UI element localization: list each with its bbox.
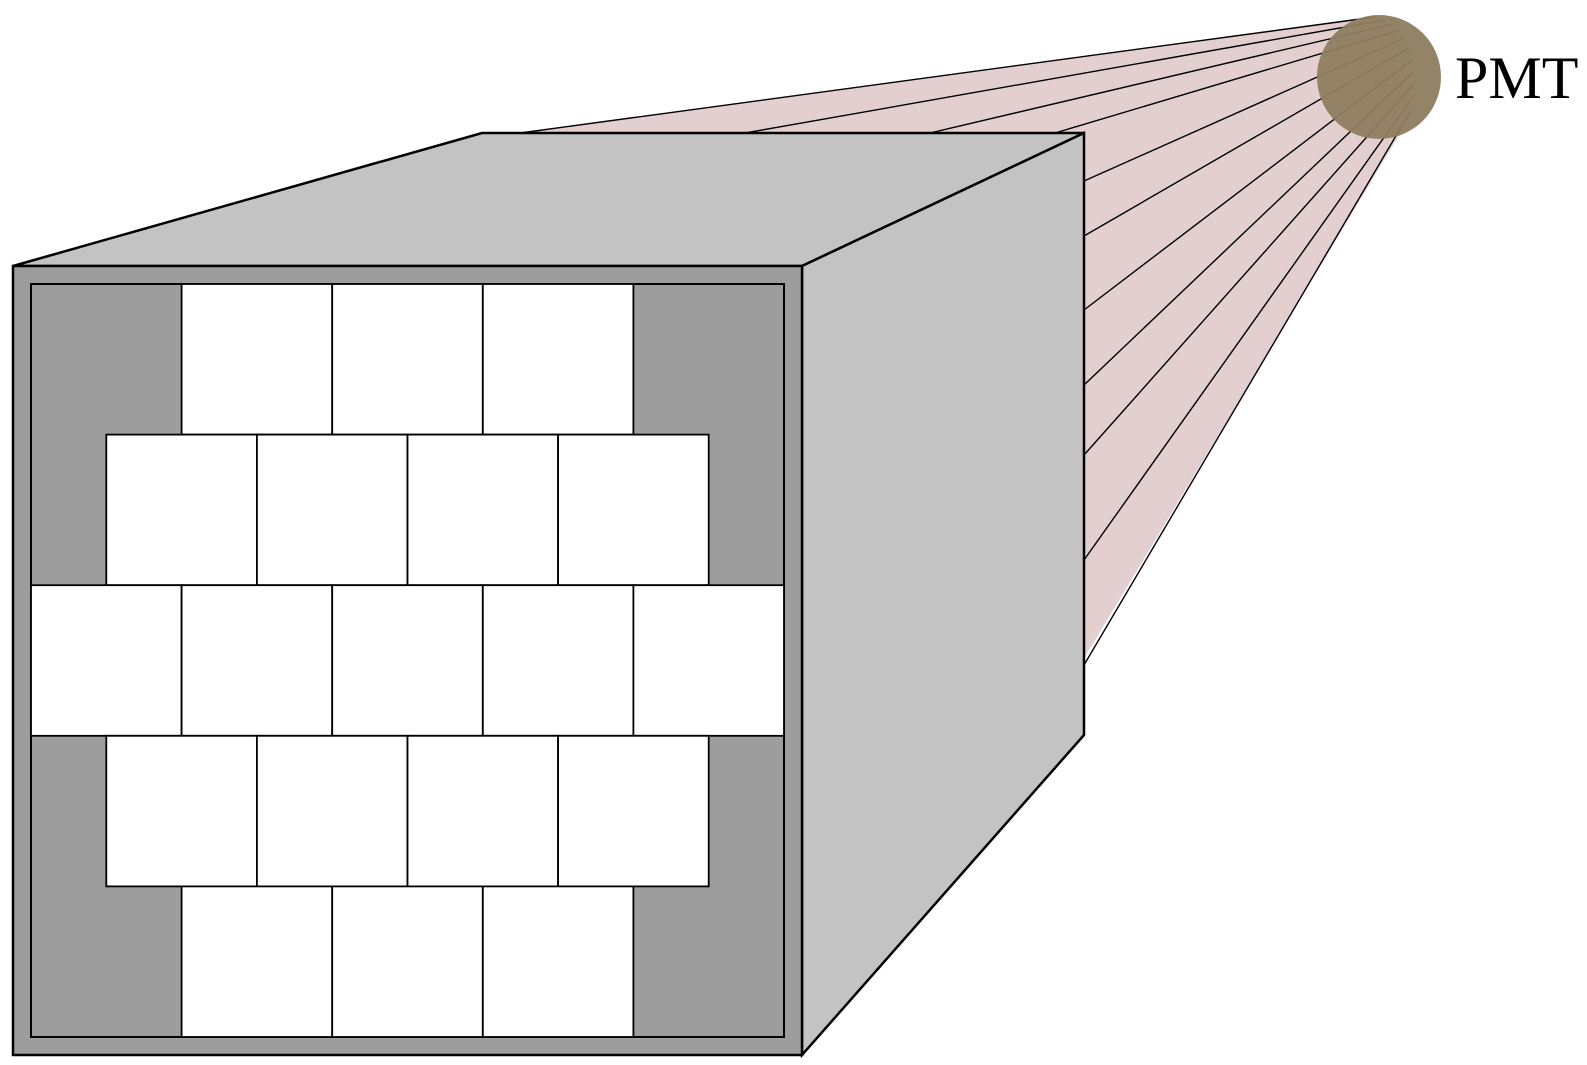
pmt-icon xyxy=(1317,15,1441,139)
crystal-element xyxy=(406,433,560,587)
crystal-element xyxy=(30,584,183,737)
crystal-element xyxy=(180,584,334,737)
light-ray xyxy=(1083,84,1414,456)
pmt-label: PMT xyxy=(1455,45,1578,111)
crystal-element xyxy=(481,885,635,1038)
light-ray xyxy=(519,16,1376,134)
crystal-element xyxy=(331,885,484,1038)
light-ray xyxy=(929,23,1394,134)
crystal-element xyxy=(632,584,785,737)
crystal-element xyxy=(255,734,409,888)
crystal-element xyxy=(105,433,258,587)
crystal-element xyxy=(481,584,635,737)
crystal-array xyxy=(30,283,785,1038)
light-ray xyxy=(1083,111,1411,666)
crystal-element xyxy=(331,283,484,436)
crystal-element xyxy=(557,734,710,888)
crystal-element xyxy=(255,433,409,587)
light-ray xyxy=(1083,97,1413,561)
light-guide-fan xyxy=(520,17,1413,665)
crystal-element xyxy=(406,734,560,888)
crystal-element xyxy=(180,885,334,1038)
crystal-element xyxy=(557,433,710,587)
crystal-element xyxy=(481,283,635,436)
light-ray xyxy=(744,19,1386,134)
crystal-element xyxy=(331,584,484,737)
box-side-face xyxy=(800,131,1086,1059)
crystal-element xyxy=(105,734,258,888)
crystal-element xyxy=(180,283,334,436)
